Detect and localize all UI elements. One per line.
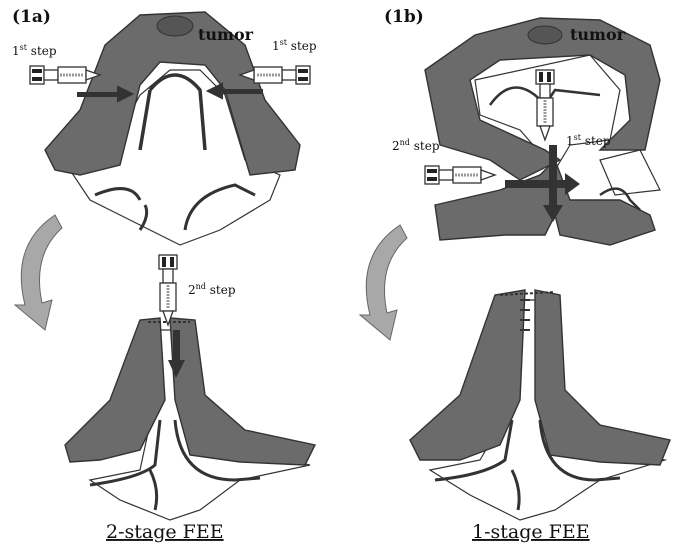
panel-1a-top xyxy=(30,12,310,245)
tissue-wall xyxy=(170,318,315,465)
step-label: 2nd step xyxy=(188,282,236,297)
curved-arrow-icon xyxy=(15,215,62,330)
stapler-icon xyxy=(425,166,495,184)
caption-1-stage: 1-stage FEE xyxy=(472,521,590,543)
caption-2-stage: 2-stage FEE xyxy=(106,521,224,543)
step-label: 1st step xyxy=(12,43,57,58)
step-label: 1st step xyxy=(272,38,317,53)
tumor-icon xyxy=(528,26,562,44)
panel-1b-bottom xyxy=(360,225,670,520)
tumor-label: tumor xyxy=(198,25,254,44)
mucosa-shape xyxy=(600,150,660,195)
panel-1b-top xyxy=(425,18,660,245)
tumor-label: tumor xyxy=(570,25,626,44)
step-label: 1st step xyxy=(566,133,611,148)
panel-label-1a: (1a) xyxy=(12,7,51,27)
panel-label-1b: (1b) xyxy=(384,7,424,27)
tumor-icon xyxy=(157,16,193,36)
stapler-icon xyxy=(159,255,177,325)
curved-arrow-icon xyxy=(360,225,407,340)
step-label: 2nd step xyxy=(392,138,440,153)
panel-1a-bottom xyxy=(15,215,315,520)
tissue-wall xyxy=(535,290,670,465)
stapler-icon xyxy=(30,66,100,84)
